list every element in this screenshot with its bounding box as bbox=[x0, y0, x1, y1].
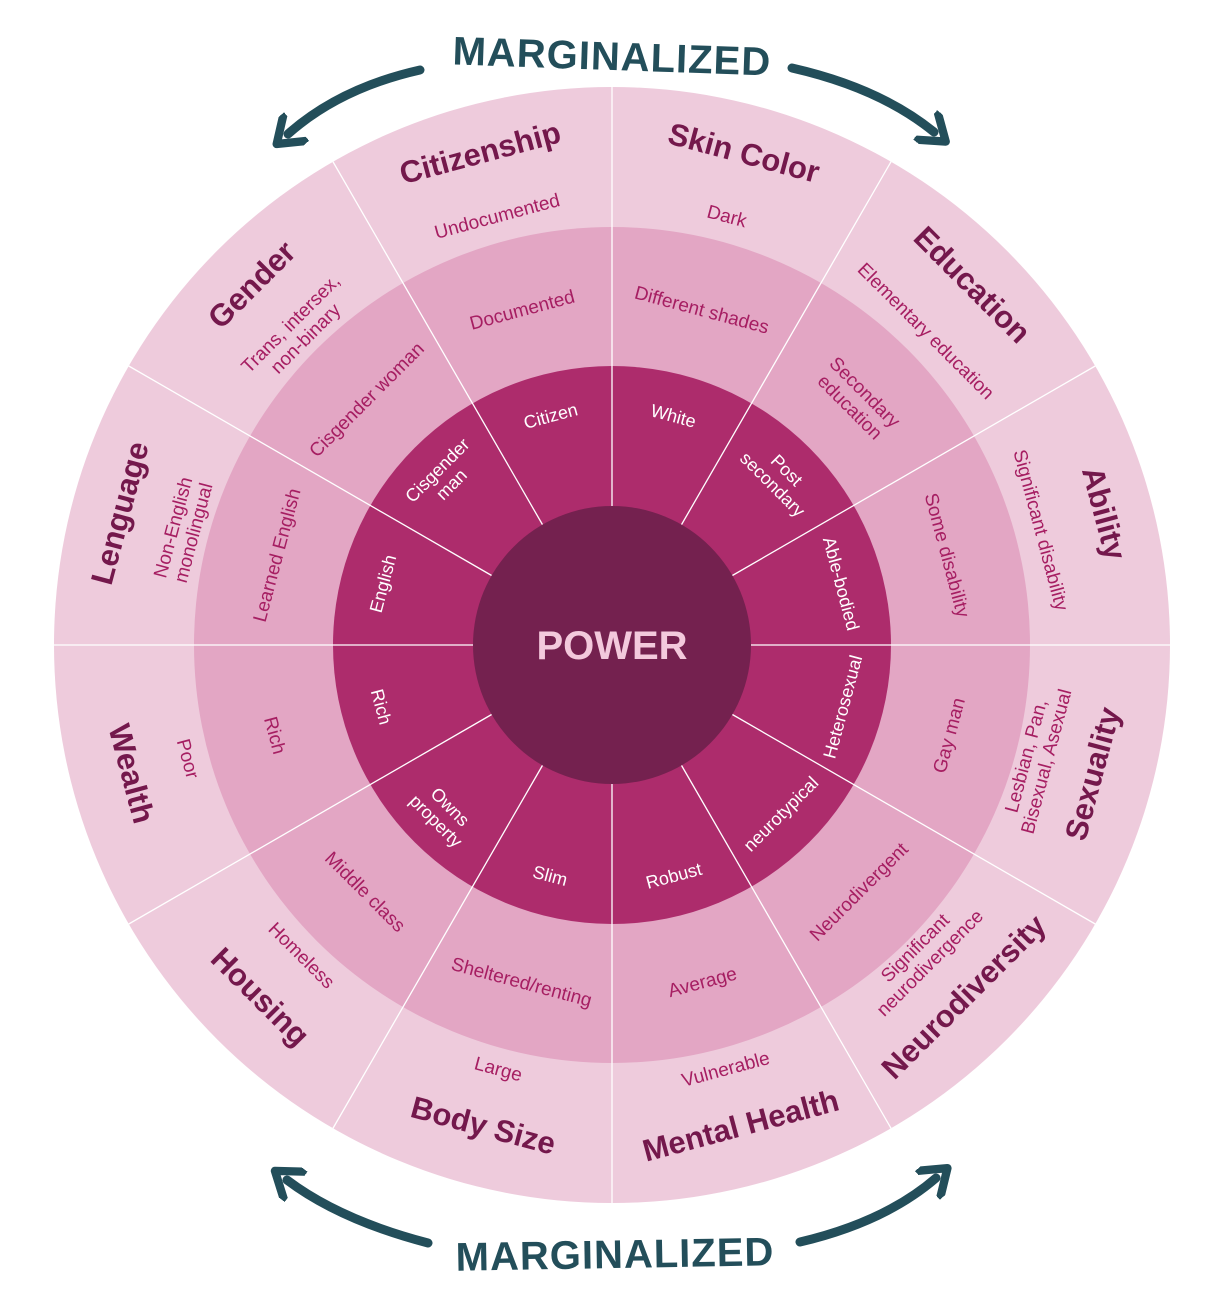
sector-divider bbox=[680, 161, 892, 525]
bottom-arrows: MARGINALIZED bbox=[287, 1178, 936, 1280]
marginalized-top-label: MARGINALIZED bbox=[452, 29, 772, 84]
top-left-arrow-icon bbox=[288, 65, 425, 134]
power-label: POWER bbox=[536, 624, 687, 668]
sector-divider bbox=[332, 765, 544, 1129]
top-right-arrow-icon bbox=[787, 63, 934, 132]
bottom-right-arrow-icon bbox=[795, 1178, 936, 1247]
sector-divider bbox=[332, 161, 544, 525]
sector-divider bbox=[128, 365, 492, 577]
sector-divider bbox=[732, 713, 1096, 925]
sector-divider bbox=[680, 765, 892, 1129]
power-center bbox=[473, 506, 751, 784]
sector-divider bbox=[128, 713, 492, 925]
sector-divider bbox=[732, 365, 1096, 577]
marginalized-bottom-label: MARGINALIZED bbox=[455, 1230, 774, 1280]
sector-dividers bbox=[54, 87, 1170, 1203]
bottom-left-arrow-icon bbox=[287, 1180, 433, 1248]
